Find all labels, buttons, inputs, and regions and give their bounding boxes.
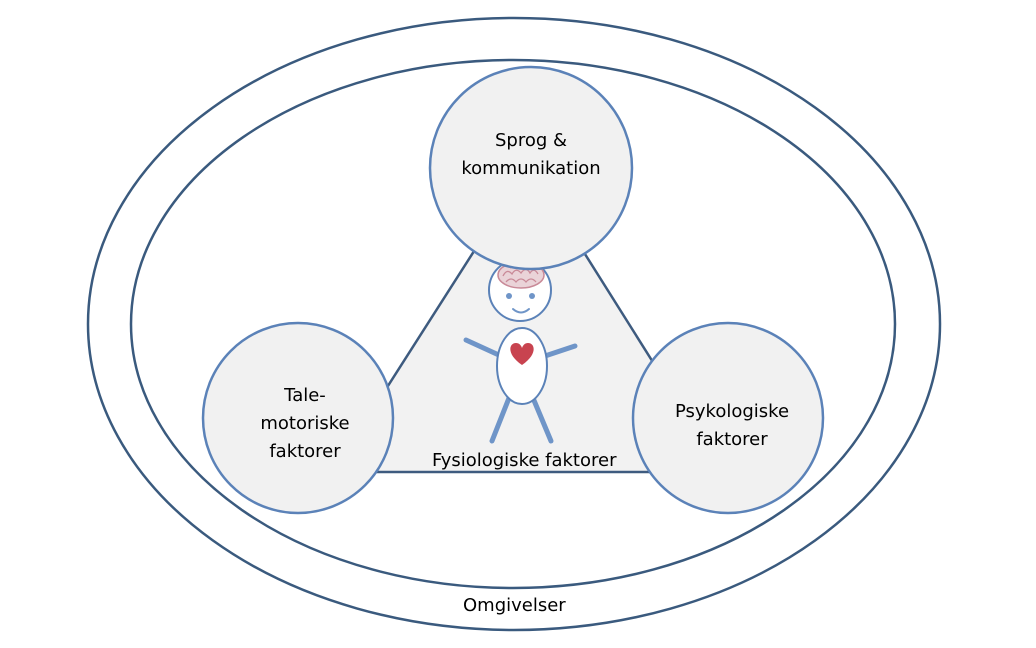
node-speech-motor-circle — [201, 321, 395, 515]
node-psychological-line-1: Psykologiske — [674, 401, 790, 422]
left-arm — [463, 337, 504, 359]
left-leg — [489, 395, 512, 444]
node-psychological-label: Psykologiske faktorer — [675, 398, 789, 454]
heart-icon — [510, 343, 534, 365]
node-language-circle — [428, 65, 634, 271]
node-psychological-line-2: faktorer — [696, 429, 768, 450]
node-psychological-circle — [631, 321, 825, 515]
environment-label: Omgivelser — [463, 595, 566, 616]
node-speech-motor-line-1: Tale- — [284, 385, 326, 406]
node-language-line-1: Sprog & — [494, 130, 568, 151]
right-leg — [530, 395, 554, 444]
outer-ellipse — [86, 16, 942, 632]
node-speech-motor-line-2: motoriske — [260, 413, 350, 434]
inner-ellipse — [129, 58, 897, 590]
left-eye — [506, 293, 512, 299]
node-speech-motor-line-3: faktorer — [269, 441, 341, 462]
stick-figure-icon — [463, 258, 578, 444]
smile — [512, 308, 530, 314]
node-language-label: Sprog & kommunikation — [461, 127, 600, 183]
node-language-line-2: kommunikation — [461, 158, 601, 179]
physiological-label: Fysiologiske faktorer — [432, 450, 617, 471]
node-speech-motor-label: Tale- motoriske faktorer — [260, 382, 349, 466]
figure-body — [496, 327, 548, 405]
right-eye — [529, 293, 535, 299]
right-arm — [542, 343, 578, 359]
